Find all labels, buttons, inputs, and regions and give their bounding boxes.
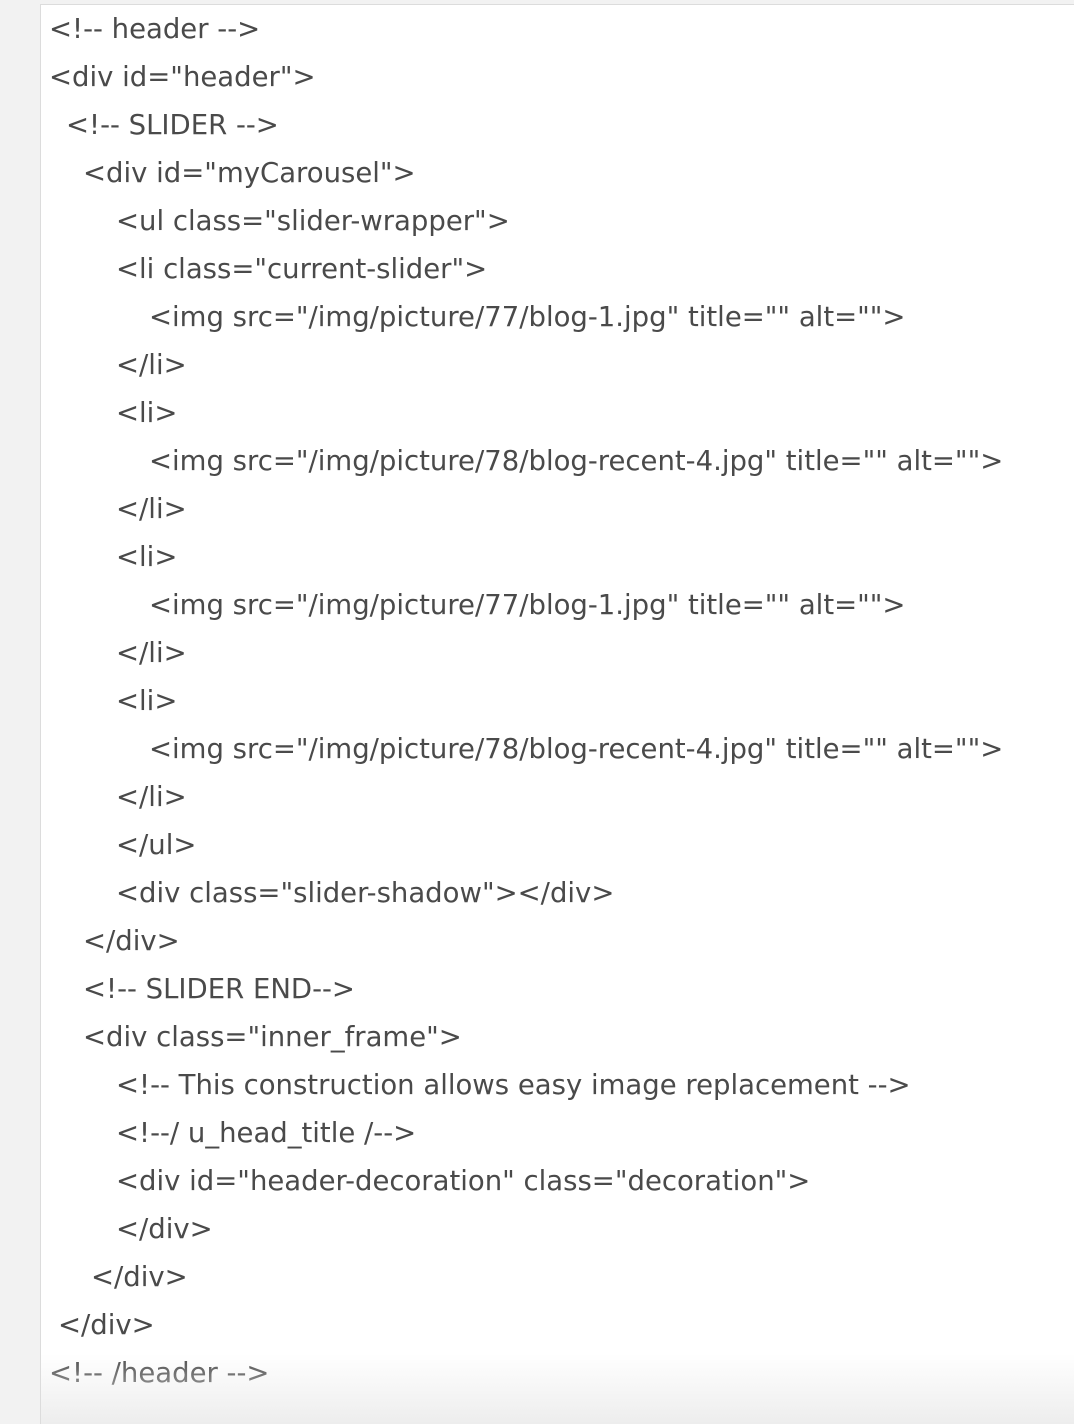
code-line: <!-- SLIDER --> xyxy=(66,109,279,141)
code-line: <img src="/img/picture/78/blog-recent-4.… xyxy=(149,733,1004,765)
code-line: </div> xyxy=(116,1213,213,1245)
code-line: <div id="header"> xyxy=(49,61,316,93)
code-line: <li> xyxy=(116,397,178,429)
code-line: </div> xyxy=(58,1309,155,1341)
code-line: </div> xyxy=(91,1261,188,1293)
code-line: <div class="inner_frame"> xyxy=(83,1021,462,1053)
code-line: </li> xyxy=(116,781,187,813)
code-block: <!-- header --> <div id="header"> <!-- S… xyxy=(40,4,1074,1424)
code-line: </li> xyxy=(116,637,187,669)
code-line: <img src="/img/picture/77/blog-1.jpg" ti… xyxy=(149,301,906,333)
code-line: <div id="header-decoration" class="decor… xyxy=(116,1165,811,1197)
code-line: </div> xyxy=(83,925,180,957)
code-line: <li class="current-slider"> xyxy=(116,253,488,285)
code-line: <!--/ u_head_title /--> xyxy=(116,1117,417,1149)
code-line: <img src="/img/picture/77/blog-1.jpg" ti… xyxy=(149,589,906,621)
code-line: <img src="/img/picture/78/blog-recent-4.… xyxy=(149,445,1004,477)
code-line: <li> xyxy=(116,685,178,717)
code-line: <li> xyxy=(116,541,178,573)
code-line: <!-- /header --> xyxy=(49,1357,270,1389)
code-line: <div class="slider-shadow"></div> xyxy=(116,877,615,909)
code-line: </li> xyxy=(116,349,187,381)
code-line: <!-- header --> xyxy=(49,13,261,45)
code-line: <!-- This construction allows easy image… xyxy=(116,1069,911,1101)
code-line: </li> xyxy=(116,493,187,525)
code-line: <ul class="slider-wrapper"> xyxy=(116,205,510,237)
code-line: </ul> xyxy=(116,829,197,861)
code-line: <div id="myCarousel"> xyxy=(83,157,416,189)
code-line: <!-- SLIDER END--> xyxy=(83,973,355,1005)
